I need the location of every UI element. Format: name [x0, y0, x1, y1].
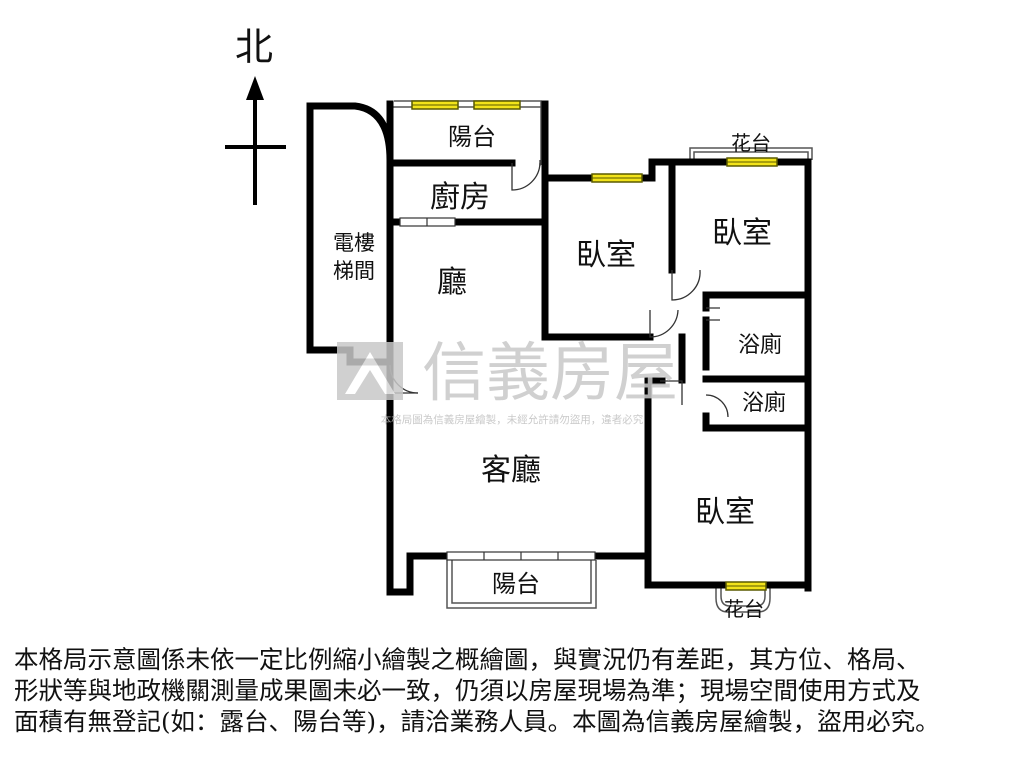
compass: 北	[225, 25, 286, 205]
flower-bed-bottom-outline	[715, 588, 771, 613]
flower-bed-top-outline	[689, 147, 813, 160]
disclaimer-line-1: 本格局示意圖係未依一定比例縮小繪製之概繪圖，與實況仍有差距，其方位、格局、	[14, 645, 921, 674]
north-label: 北	[235, 25, 273, 69]
room-label-flower-bed-top: 花台	[731, 131, 771, 155]
room-label-flower-bed-bottom: 花台	[724, 597, 764, 621]
room-label-bath-upper: 浴廁	[738, 333, 782, 358]
floor-plan: 北	[225, 25, 813, 621]
room-labels: 陽台 廚房 電樓 梯間 廳 臥室 臥室 花台 浴廁 浴廁 客廳 臥室 陽台 花台	[333, 123, 786, 621]
disclaimer-line-2: 形狀等與地政機關測量成果圖未必一致，仍須以房屋現場為準；現場空間使用方式及	[14, 676, 921, 705]
room-label-balcony-bottom: 陽台	[492, 570, 540, 598]
watermark-subtext: 本格局圖為信義房屋繪製，未經允許請勿盜用，違者必究	[381, 413, 644, 426]
sliding-doors	[399, 217, 596, 561]
logo-icon	[337, 342, 403, 400]
disclaimer: 本格局示意圖係未依一定比例縮小繪製之概繪圖，與實況仍有差距，其方位、格局、 形狀…	[14, 644, 1010, 737]
room-label-kitchen: 廚房	[430, 180, 490, 215]
walls	[306, 100, 812, 596]
disclaimer-line-3: 面積有無登記(如：露台、陽台等)，請洽業務人員。本圖為信義房屋繪製，盜用必究。	[14, 707, 940, 736]
room-label-elevator-line2: 梯間	[333, 259, 375, 283]
balcony-bottom-outline	[446, 560, 597, 609]
room-label-living-room: 客廳	[481, 453, 541, 488]
north-arrow-icon	[246, 76, 264, 100]
windows	[411, 100, 778, 591]
room-label-bedroom-se: 臥室	[695, 495, 755, 530]
watermark: 信義房屋 本格局圖為信義房屋繪製，未經允許請勿盜用，違者必究	[337, 337, 678, 426]
elevator-wall	[306, 102, 394, 354]
watermark-brand: 信義房屋	[422, 337, 678, 411]
room-label-bedroom-center: 臥室	[576, 238, 636, 273]
room-label-elevator-line1: 電樓	[333, 231, 375, 255]
room-label-hall: 廳	[437, 265, 467, 300]
room-label-balcony-top: 陽台	[448, 123, 496, 151]
room-label-bath-lower: 浴廁	[742, 391, 786, 416]
room-label-bedroom-ne: 臥室	[712, 216, 772, 251]
